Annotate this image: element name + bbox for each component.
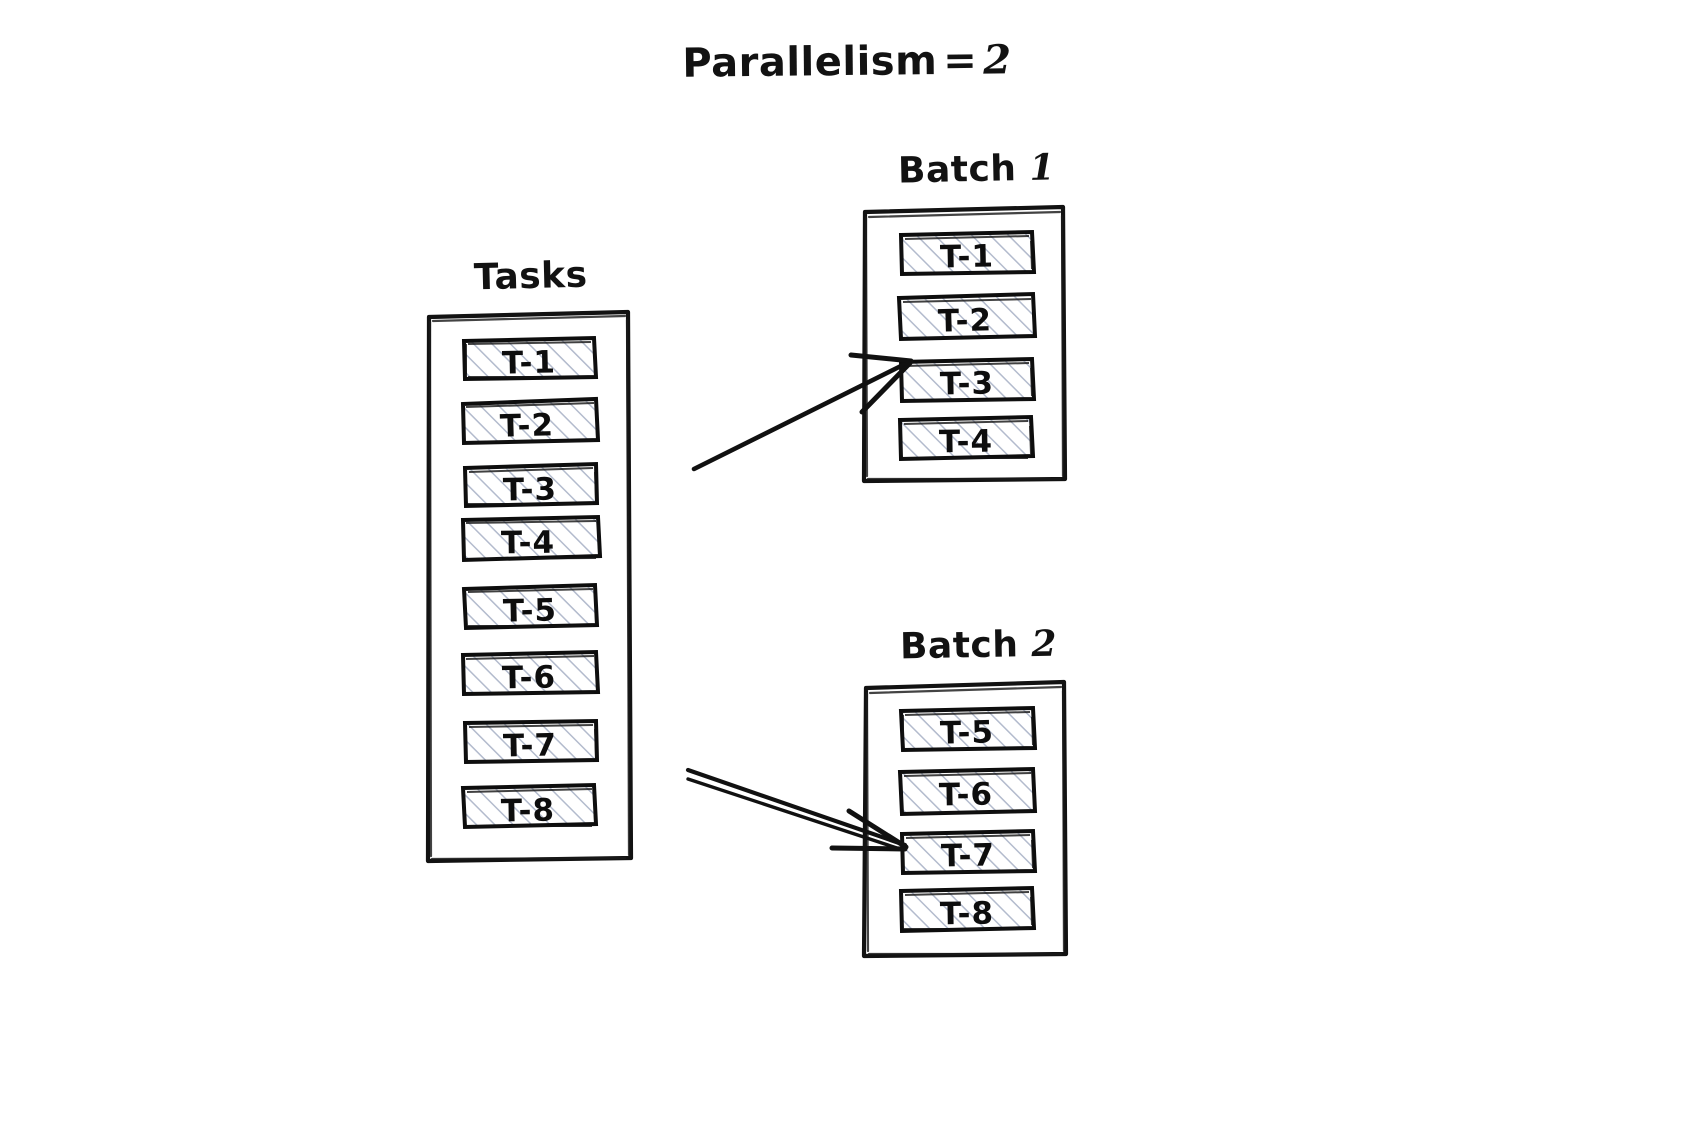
task-chip[interactable] <box>899 828 1038 876</box>
task-chip[interactable] <box>462 461 600 509</box>
arrow-tasks-to-batch-1 <box>691 352 914 472</box>
batch-2-label-number: 2 <box>1031 622 1058 666</box>
task-chip[interactable] <box>897 766 1038 817</box>
tasks-label-text: Tasks <box>473 254 588 299</box>
page-title-equals: = <box>943 37 978 84</box>
task-chip[interactable] <box>898 885 1037 934</box>
batch-2-label: Batch 2 <box>900 623 1058 668</box>
arrow-tasks-to-batch-2 <box>685 767 909 852</box>
batch-1-label-number: 1 <box>1029 146 1056 189</box>
task-chip[interactable] <box>898 705 1038 753</box>
task-chip[interactable] <box>896 291 1038 342</box>
task-chip[interactable] <box>897 414 1036 462</box>
task-chip[interactable] <box>460 649 601 697</box>
tasks-chip-group <box>460 335 603 830</box>
batch-1-label-text: Batch <box>897 148 1017 192</box>
page-title-prefix: Parallelism <box>682 38 938 87</box>
task-chip[interactable] <box>460 782 599 830</box>
tasks-container[interactable] <box>425 309 634 864</box>
batch-1-chip-group <box>896 229 1038 462</box>
batch-1-container[interactable] <box>861 204 1068 484</box>
task-chip[interactable] <box>461 582 600 631</box>
batch-1-label: Batch 1 <box>898 146 1056 191</box>
task-chip[interactable] <box>460 514 603 563</box>
task-chip[interactable] <box>898 229 1037 277</box>
task-chip[interactable] <box>898 356 1037 404</box>
batch-2-container[interactable] <box>861 679 1069 959</box>
page-title-value: 2 <box>983 36 1012 84</box>
task-chip[interactable] <box>461 335 599 382</box>
task-chip[interactable] <box>460 396 601 446</box>
tasks-label: Tasks <box>474 255 588 299</box>
batch-2-label-text: Batch <box>899 624 1019 668</box>
task-chip[interactable] <box>462 718 600 765</box>
batch-2-chip-group <box>897 705 1038 934</box>
